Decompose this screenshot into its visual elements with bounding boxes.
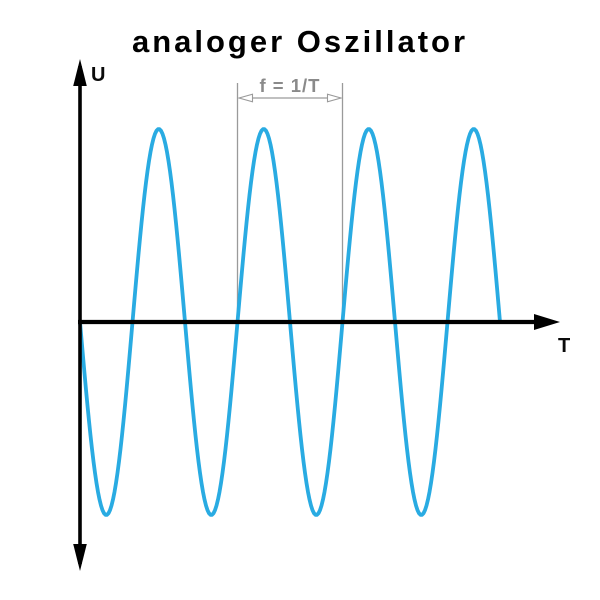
- y-axis-arrowhead-bottom: [73, 544, 87, 571]
- y-axis-arrowhead-top: [73, 59, 87, 86]
- dimension-arrowhead-left: [236, 93, 254, 103]
- x-axis-arrowhead-right: [534, 314, 560, 330]
- y-axis-label: U: [91, 64, 105, 86]
- x-axis-label: T: [558, 335, 570, 357]
- dimension-arrowhead-right: [326, 93, 344, 103]
- chart-title: analoger Oszillator: [131, 24, 469, 59]
- frequency-label: f = 1/T: [260, 75, 321, 96]
